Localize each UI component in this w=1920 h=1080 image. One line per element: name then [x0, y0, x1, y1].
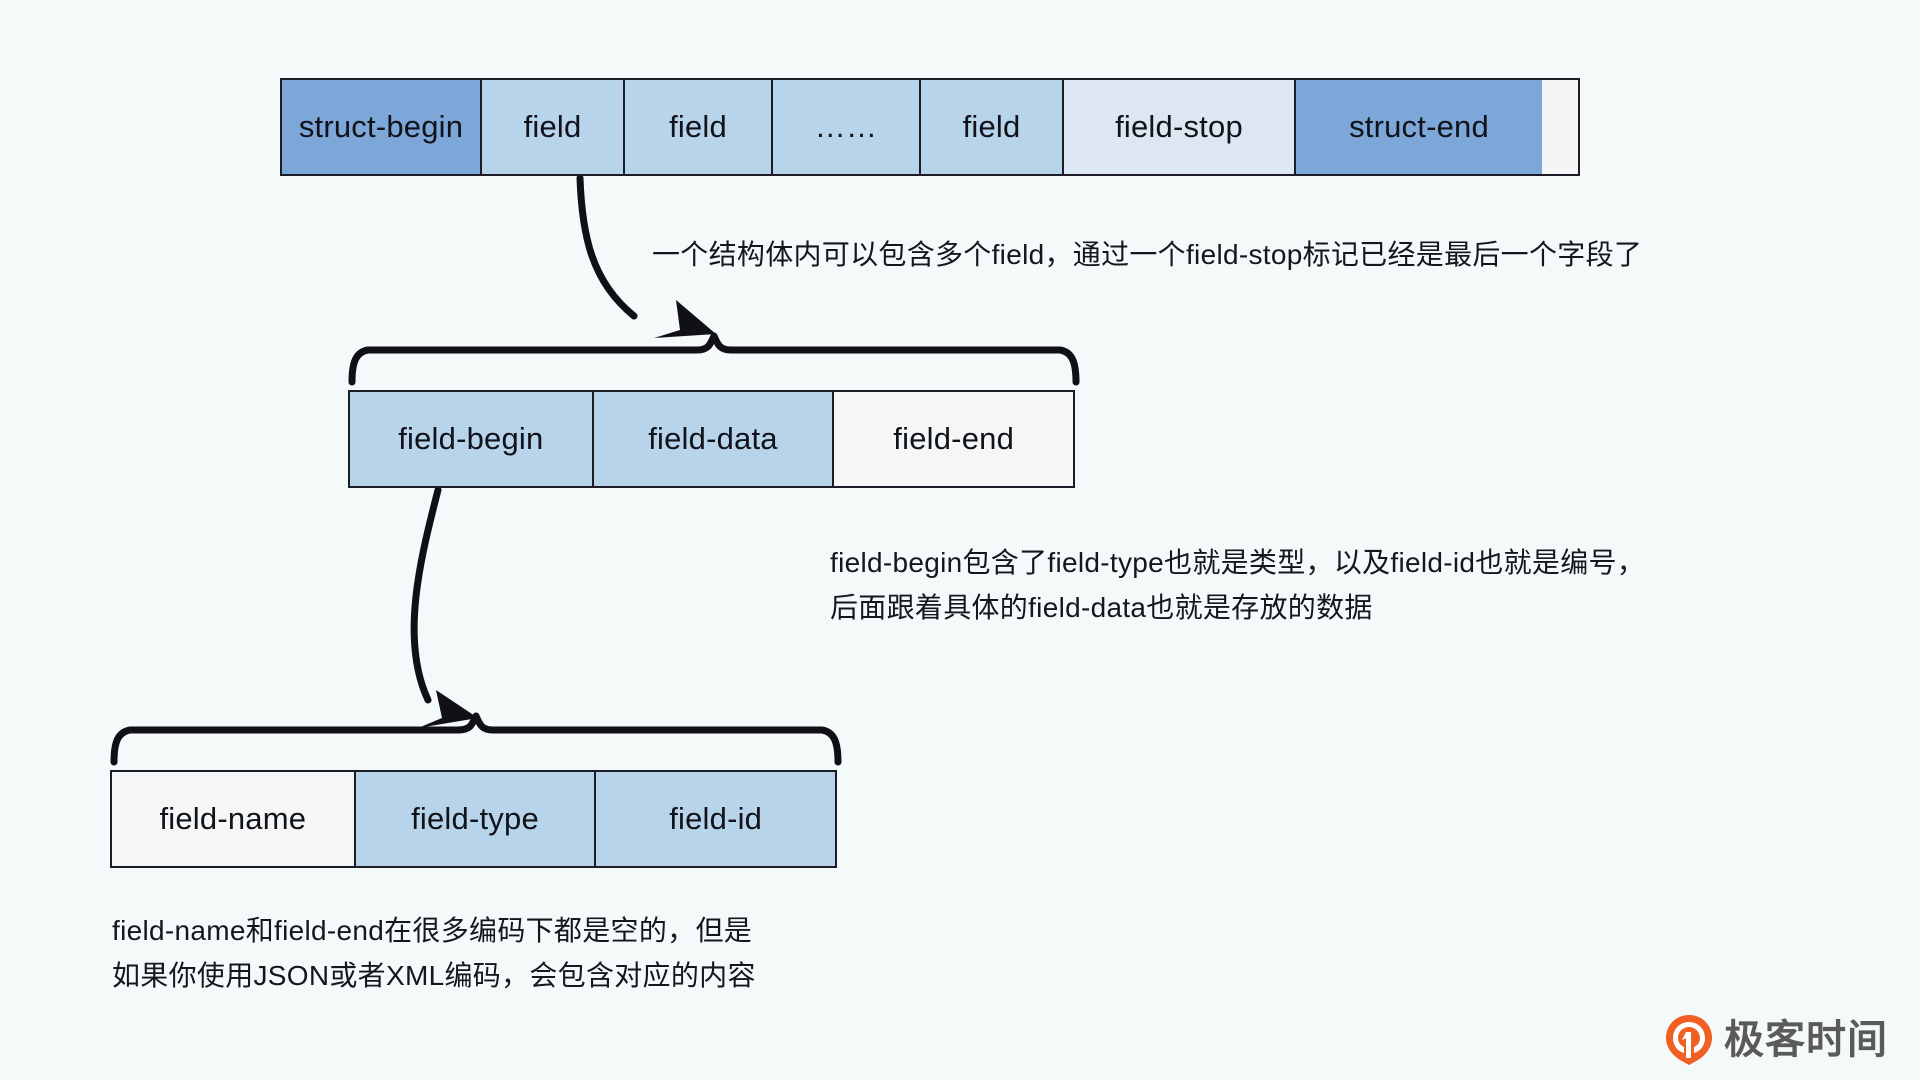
cell-field-id[interactable]: field-id — [596, 772, 835, 866]
watermark: 极客时间 — [1664, 1014, 1888, 1066]
annotation-struct: 一个结构体内可以包含多个field，通过一个field-stop标记已经是最后一… — [652, 239, 1643, 270]
cell-field-type[interactable]: field-type — [355, 772, 597, 866]
field-layout-strip: field-begin field-data field-end — [348, 390, 1075, 488]
cell-field-name[interactable]: field-name — [112, 772, 356, 866]
brace-field-row — [348, 332, 1080, 386]
struct-layout-strip: struct-begin field field …… field field-… — [280, 78, 1580, 176]
field-begin-layout-strip: field-name field-type field-id — [110, 770, 837, 868]
annotation-field: field-begin包含了field-type也就是类型，以及field-id… — [830, 547, 1646, 623]
cell-field-begin[interactable]: field-begin — [350, 392, 594, 486]
watermark-brand: 极客时间 — [1724, 1018, 1888, 1062]
geektime-pin-icon — [1666, 1015, 1712, 1065]
cell-field-data[interactable]: field-data — [593, 392, 835, 486]
cell-field-ellipsis[interactable]: …… — [773, 80, 921, 174]
arrow-field-to-fieldbegin — [410, 486, 478, 728]
cell-field-1[interactable]: field — [482, 80, 625, 174]
cell-field-stop[interactable]: field-stop — [1064, 80, 1296, 174]
cell-struct-begin[interactable]: struct-begin — [282, 80, 482, 174]
cell-field-end[interactable]: field-end — [834, 392, 1073, 486]
cell-field-2[interactable]: field — [625, 80, 773, 174]
cell-struct-end[interactable]: struct-end — [1296, 80, 1542, 174]
brace-fieldbegin-row — [110, 712, 842, 766]
cell-field-3[interactable]: field — [921, 80, 1064, 174]
annotation-field-begin: field-name和field-end在很多编码下都是空的，但是 如果你使用J… — [112, 915, 756, 991]
